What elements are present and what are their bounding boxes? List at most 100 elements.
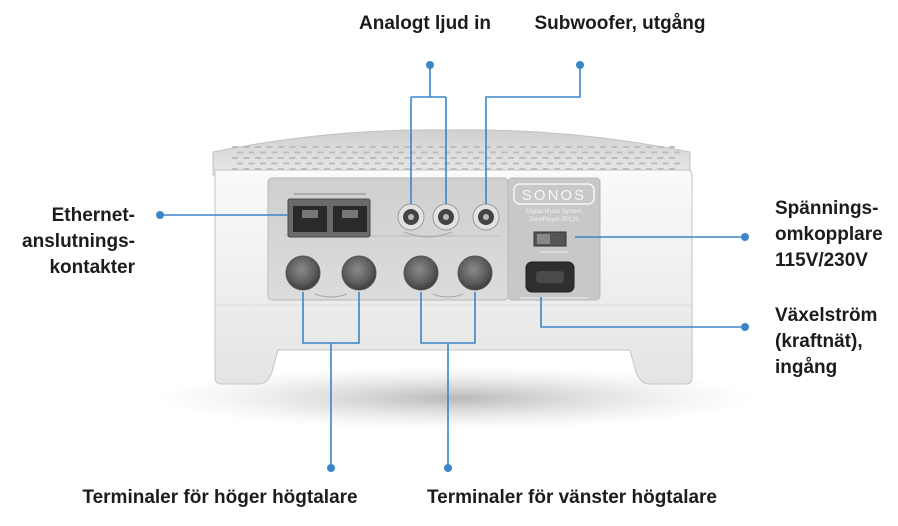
device-top bbox=[212, 129, 691, 176]
label-ac-line-3: ingång bbox=[775, 357, 838, 378]
vent-slot bbox=[674, 162, 680, 165]
vent-slot bbox=[478, 162, 485, 165]
vent-slot bbox=[381, 157, 388, 159]
vent-slot bbox=[266, 168, 273, 170]
vent-slot bbox=[427, 168, 434, 170]
vent-slot bbox=[496, 157, 503, 159]
vent-slot bbox=[485, 146, 491, 148]
vent-slot bbox=[409, 151, 416, 154]
vent-slot bbox=[639, 151, 646, 154]
vent-slot bbox=[582, 162, 588, 165]
label-ac-line-1: Växelström bbox=[775, 305, 878, 326]
vent-slot bbox=[669, 146, 675, 148]
vent-slot bbox=[393, 157, 399, 159]
vent-slot bbox=[542, 168, 549, 170]
vent-slot bbox=[536, 151, 542, 154]
vent-slot bbox=[363, 151, 370, 154]
vent-slot bbox=[623, 157, 629, 159]
vent-slot bbox=[462, 168, 468, 170]
vent-slot bbox=[669, 168, 675, 170]
subwoofer-rca-jack bbox=[472, 203, 500, 231]
vent-slot bbox=[404, 157, 411, 159]
callout-subwoofer bbox=[485, 65, 581, 204]
vent-slot bbox=[657, 146, 664, 148]
vent-slot bbox=[352, 162, 358, 165]
vent-slot bbox=[329, 162, 335, 165]
ethernet-ports bbox=[287, 193, 371, 238]
vent-slot bbox=[358, 168, 365, 170]
vent-slot bbox=[490, 162, 496, 165]
vent-slot bbox=[312, 157, 319, 159]
label-ac-line-2: (kraftnät), bbox=[775, 331, 863, 352]
vent-slot bbox=[611, 168, 618, 170]
vent-slot bbox=[513, 151, 519, 154]
vent-slot bbox=[462, 146, 468, 148]
vent-slot bbox=[508, 157, 514, 159]
vent-slot bbox=[674, 151, 680, 154]
vent-slot bbox=[370, 146, 376, 148]
vent-slot bbox=[662, 151, 669, 154]
vent-slot bbox=[485, 168, 491, 170]
vent-slot bbox=[301, 146, 307, 148]
callout-right-speaker bbox=[302, 292, 360, 468]
vent-slot bbox=[260, 162, 266, 165]
vent-slot bbox=[651, 151, 657, 154]
vent-slot bbox=[473, 146, 480, 148]
vent-slot bbox=[232, 168, 238, 170]
vent-slot bbox=[600, 168, 606, 170]
vent-slot bbox=[289, 146, 296, 148]
label-ac-power: Växelström (kraftnät), ingång bbox=[775, 303, 898, 381]
left-speaker-terminals bbox=[403, 255, 493, 298]
vent-slot bbox=[462, 157, 468, 159]
vent-slot bbox=[283, 162, 289, 165]
label-left-speaker: Terminaler för vänster högtalare bbox=[392, 485, 752, 511]
vent-slot bbox=[554, 168, 560, 170]
vent-slot bbox=[657, 157, 664, 159]
vent-slot bbox=[565, 168, 572, 170]
vent-slot bbox=[439, 146, 445, 148]
vent-slot bbox=[496, 168, 503, 170]
vent-slot bbox=[289, 168, 296, 170]
vent-slot bbox=[646, 146, 652, 148]
vent-slot bbox=[554, 157, 560, 159]
label-voltage-line-1: Spännings- bbox=[775, 198, 879, 219]
vent-slot bbox=[547, 151, 554, 154]
vent-slot bbox=[485, 157, 491, 159]
vent-slot bbox=[623, 168, 629, 170]
vent-slot bbox=[381, 168, 388, 170]
vent-slot bbox=[278, 168, 284, 170]
vent-slot bbox=[593, 162, 600, 165]
label-ethernet-line-1: Ethernet- bbox=[51, 205, 135, 226]
vent-slot bbox=[266, 157, 273, 159]
model-line-1: Digital Music System bbox=[526, 209, 582, 215]
vent-slot bbox=[386, 162, 393, 165]
vent-slot bbox=[439, 168, 445, 170]
vent-slot bbox=[266, 146, 273, 148]
vent-slot bbox=[570, 151, 577, 154]
vent-slot bbox=[669, 157, 675, 159]
label-left-speaker-text: Terminaler för vänster högtalare bbox=[426, 487, 718, 508]
vent-slot bbox=[243, 168, 250, 170]
model-line-2: ZonePlayer ZP120 bbox=[529, 217, 580, 223]
vent-slot bbox=[255, 146, 261, 148]
vent-slot bbox=[375, 162, 381, 165]
vent-slot bbox=[455, 162, 462, 165]
vent-slot bbox=[289, 157, 296, 159]
vent-slot bbox=[508, 146, 514, 148]
vent-slot bbox=[524, 151, 531, 154]
vent-slot bbox=[283, 151, 289, 154]
vent-slot bbox=[335, 168, 342, 170]
vent-slot bbox=[559, 151, 565, 154]
vent-slot bbox=[306, 151, 312, 154]
vent-slot bbox=[370, 157, 376, 159]
vent-slot bbox=[358, 157, 365, 159]
vent-slot bbox=[490, 151, 496, 154]
vent-slot bbox=[260, 151, 266, 154]
vent-slot bbox=[577, 168, 583, 170]
callout-dots bbox=[156, 61, 749, 472]
vent-slot bbox=[450, 146, 457, 148]
label-ethernet-line-2: anslutnings- bbox=[22, 231, 135, 252]
vent-slot bbox=[628, 151, 634, 154]
vent-slot bbox=[467, 151, 473, 154]
label-subwoofer-out: Subwoofer, utgång bbox=[510, 11, 730, 37]
